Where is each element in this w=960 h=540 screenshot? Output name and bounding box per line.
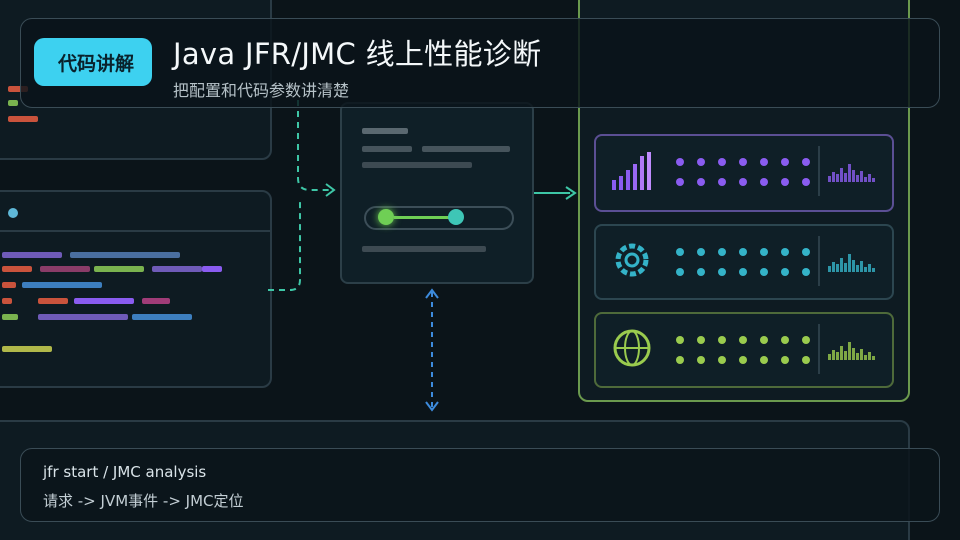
mini-bar: [848, 254, 851, 272]
mini-bar: [872, 356, 875, 360]
indicator-dot: [697, 336, 705, 344]
mini-bar: [872, 178, 875, 182]
code-panel-middle: [0, 190, 272, 388]
indicator-dot: [718, 268, 726, 276]
indicator-dot: [760, 336, 768, 344]
mini-bar: [852, 348, 855, 360]
indicator-dot: [697, 248, 705, 256]
indicator-dot: [760, 356, 768, 364]
indicator-dot: [697, 268, 705, 276]
mini-bar: [872, 268, 875, 272]
page-subtitle: 把配置和代码参数讲清楚: [173, 81, 350, 100]
mini-bar: [848, 164, 851, 182]
indicator-dot: [802, 268, 810, 276]
center-card: [340, 102, 534, 284]
signal-bars-icon: [612, 152, 651, 190]
indicator-dot: [760, 178, 768, 186]
mini-bar: [840, 258, 843, 272]
indicator-dot: [697, 158, 705, 166]
mini-bar: [856, 175, 859, 182]
indicator-dot: [760, 248, 768, 256]
caption-overlay: [20, 448, 940, 522]
indicator-dot: [676, 158, 684, 166]
mini-bar: [868, 264, 871, 272]
mini-bar: [844, 351, 847, 360]
indicator-dot: [718, 158, 726, 166]
mini-bar: [832, 262, 835, 272]
mini-bar: [856, 265, 859, 272]
mini-bar: [868, 352, 871, 360]
mini-bar: [828, 354, 831, 360]
indicator-dot: [676, 178, 684, 186]
gear-icon: [615, 243, 649, 277]
indicator-dot: [781, 248, 789, 256]
mini-bar: [840, 168, 843, 182]
indicator-dot: [739, 158, 747, 166]
caption-line-1: jfr start / JMC analysis: [43, 463, 207, 481]
indicator-dot: [781, 158, 789, 166]
mini-bar: [840, 346, 843, 360]
mini-bar: [860, 349, 863, 360]
badge-label: 代码讲解: [58, 52, 135, 75]
mini-bar: [860, 171, 863, 182]
indicator-dot: [781, 356, 789, 364]
indicator-dot: [781, 336, 789, 344]
indicator-dot: [760, 268, 768, 276]
indicator-dot: [739, 336, 747, 344]
mini-bar: [844, 263, 847, 272]
indicator-dot: [781, 268, 789, 276]
indicator-dot: [760, 158, 768, 166]
metric-card-globe: [594, 312, 894, 388]
indicator-dot: [802, 336, 810, 344]
mini-bar: [832, 172, 835, 182]
metric-card-settings: [594, 224, 894, 300]
indicator-dot: [781, 178, 789, 186]
indicator-dot: [802, 158, 810, 166]
mini-bar: [836, 174, 839, 182]
mini-bar: [836, 352, 839, 360]
indicator-dot: [676, 356, 684, 364]
page-title: Java JFR/JMC 线上性能诊断: [173, 37, 542, 71]
indicator-dot: [739, 268, 747, 276]
mini-bar: [848, 342, 851, 360]
mini-bar: [852, 260, 855, 272]
indicator-dot: [802, 248, 810, 256]
mini-bar: [864, 177, 867, 182]
indicator-dot: [676, 336, 684, 344]
mini-bar: [828, 266, 831, 272]
mini-bar: [856, 353, 859, 360]
indicator-dot: [697, 178, 705, 186]
mini-bar: [828, 176, 831, 182]
mini-bar: [852, 170, 855, 182]
mini-bar: [832, 350, 835, 360]
indicator-dot: [697, 356, 705, 364]
indicator-dot: [718, 178, 726, 186]
indicator-dot: [676, 248, 684, 256]
caption-line-2: 请求 -> JVM事件 -> JMC定位: [43, 492, 244, 510]
indicator-dot: [718, 336, 726, 344]
mini-bar: [868, 174, 871, 182]
indicator-dot: [739, 356, 747, 364]
globe-icon: [613, 329, 651, 367]
header-overlay: [20, 18, 940, 108]
indicator-dot: [802, 178, 810, 186]
indicator-dot: [739, 248, 747, 256]
indicator-dot: [676, 268, 684, 276]
mini-bar: [864, 355, 867, 360]
mini-bar: [836, 264, 839, 272]
mini-bar: [860, 261, 863, 272]
section-badge: 代码讲解: [34, 38, 152, 86]
indicator-dot: [739, 178, 747, 186]
indicator-dot: [802, 356, 810, 364]
indicator-dot: [718, 356, 726, 364]
indicator-dot: [718, 248, 726, 256]
mini-bar: [864, 267, 867, 272]
mini-bar: [844, 173, 847, 182]
